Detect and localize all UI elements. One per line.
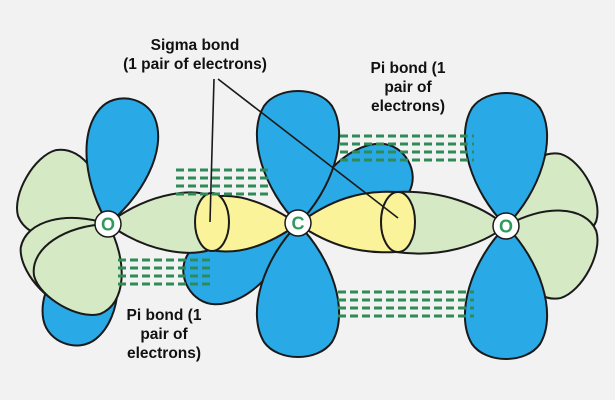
atom-carbon-symbol: C	[292, 214, 305, 234]
pi-bond-upper-left-lines	[176, 168, 270, 196]
pi-bond-left-label-line-2: pair of	[140, 326, 188, 343]
pi-bond-right-label-line-1: Pi bond (1	[370, 60, 446, 77]
sigma-bond-label-line-1: Sigma bond	[150, 37, 240, 54]
sigma-label-leader-lines	[209, 78, 399, 223]
pi-bond-upper-right-lines	[340, 134, 474, 162]
pi-bond-left-label-line-1: Pi bond (1	[126, 307, 202, 324]
pi-bond-left-label-line-3: electrons)	[126, 345, 202, 362]
atom-right-oxygen: O	[492, 212, 520, 240]
pi-bond-left-label: Pi bond (1 pair of electrons)	[108, 306, 220, 363]
pi-bond-lower-left-lines	[118, 258, 214, 286]
sigma-bond-label-line-2: (1 pair of electrons)	[123, 56, 267, 73]
pi-bond-lower-right-lines	[338, 290, 474, 318]
atom-left-oxygen-symbol: O	[101, 215, 115, 235]
atom-left-oxygen: O	[94, 210, 122, 238]
pi-bond-right-label-line-2: pair of	[384, 79, 432, 96]
sigma-bond-right	[297, 190, 507, 255]
pi-bond-right-label-line-3: electrons)	[370, 98, 446, 115]
atom-carbon: C	[284, 209, 312, 237]
atom-right-oxygen-symbol: O	[499, 217, 513, 237]
pi-bond-right-label: Pi bond (1 pair of electrons)	[352, 59, 464, 116]
sigma-bond-label: Sigma bond (1 pair of electrons)	[90, 36, 300, 74]
sigma-bond-left	[107, 191, 299, 254]
